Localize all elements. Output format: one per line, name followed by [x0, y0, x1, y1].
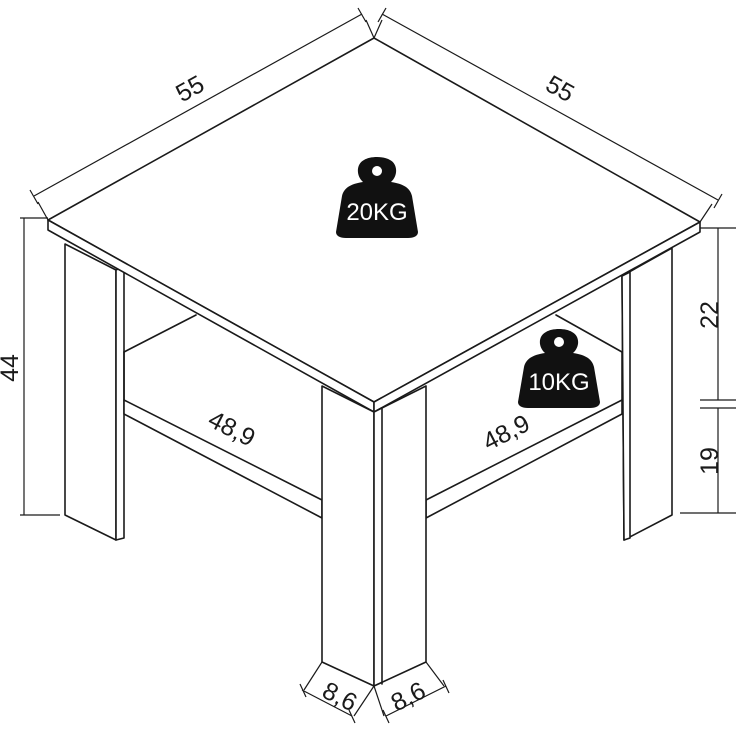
weight-20kg-icon: 20KG [336, 157, 418, 238]
dim-total-height: 44 [0, 354, 24, 382]
weight-10kg-icon: 10KG [518, 329, 600, 408]
dim-top-width-right: 55 [541, 70, 579, 108]
weight-10kg-label: 10KG [528, 369, 589, 396]
weight-20kg-label: 20KG [346, 199, 407, 226]
dim-leg-width-left: 8,6 [318, 677, 362, 718]
dimension-lines [20, 7, 736, 724]
back-right-leg [621, 247, 673, 541]
dim-leg-width-right: 8,6 [387, 677, 431, 718]
dim-shelf-height: 19 [696, 447, 724, 475]
back-left-leg [64, 243, 125, 541]
dim-upper-gap: 22 [696, 301, 724, 329]
front-leg [321, 385, 427, 687]
